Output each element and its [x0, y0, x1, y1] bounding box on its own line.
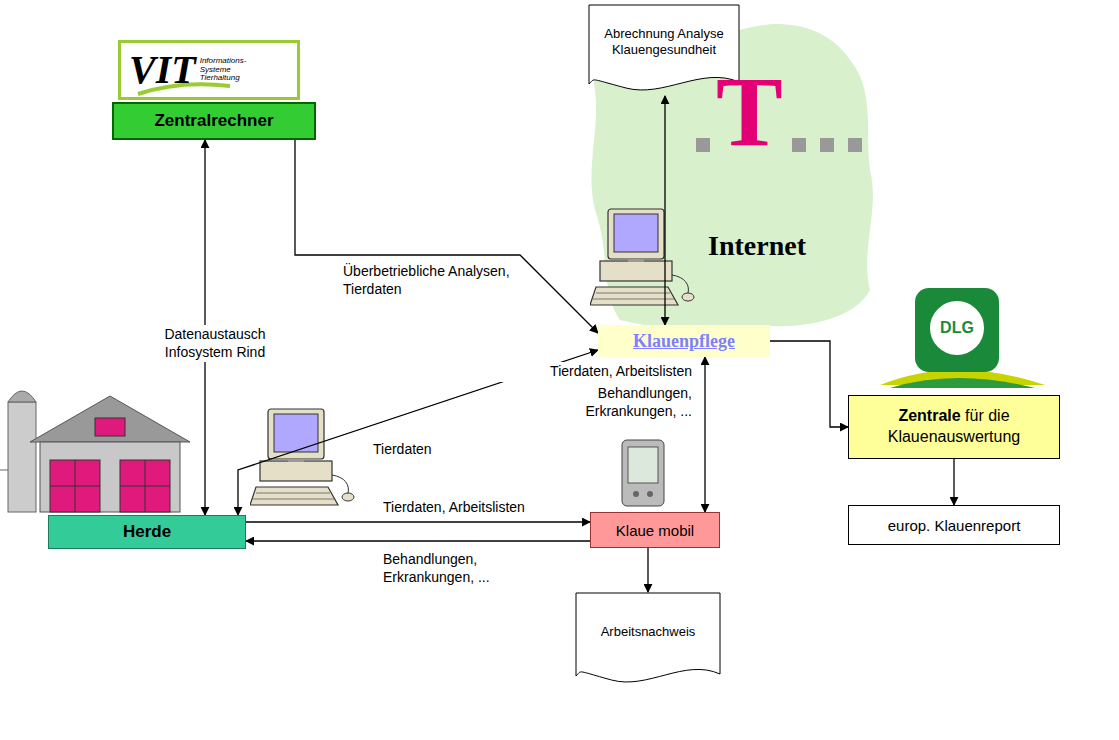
node-text: VIT	[129, 50, 196, 90]
flow-label: Überbetriebliche Analysen, Tierdaten	[340, 262, 520, 299]
herd-box: Herde	[48, 515, 246, 549]
node-text: Zentrale für die Klauenauswertung	[859, 406, 1049, 448]
node-text: Herde	[123, 522, 171, 542]
logo-text: DLG	[931, 320, 983, 336]
node-text: Abrechnung Analyse Klauengesundheit	[604, 26, 724, 59]
connector-arrow	[246, 540, 590, 541]
document-outline	[576, 593, 720, 682]
document-shape: Arbeitsnachweis	[575, 592, 721, 688]
service-box: Klauenpflege	[598, 325, 770, 357]
document-outline	[575, 592, 721, 688]
node-text: Informations- Systeme Tierhaltung	[200, 57, 262, 83]
computer-icon	[590, 209, 694, 305]
node-text: europ. Klauenreport	[888, 517, 1021, 534]
server-box: Zentralrechner	[112, 102, 316, 140]
computer-icon	[250, 409, 354, 505]
flow-label: Tierdaten	[370, 440, 480, 460]
node-text: Klauenpflege	[633, 331, 735, 352]
provider-logo-letter: T	[716, 62, 783, 162]
pda-icon	[622, 440, 664, 506]
connector-arrow	[647, 548, 648, 592]
flow-label: Behandlungen, Erkrankungen, ...	[560, 384, 695, 421]
report-box: europ. Klauenreport	[848, 505, 1060, 545]
center-box: Zentrale für die Klauenauswertung	[848, 395, 1060, 459]
mobile-box: Klaue mobil	[590, 512, 720, 548]
connector-arrow	[664, 96, 665, 325]
node-text: Klaue mobil	[616, 522, 694, 539]
connector-arrow	[246, 521, 590, 522]
connector-arrow	[770, 341, 848, 427]
flow-label: Behandlungen, Erkrankungen, ...	[380, 550, 540, 587]
flow-label: Tierdaten, Arbeitslisten	[500, 362, 695, 382]
connector-arrow	[295, 140, 598, 333]
flow-label: Datenaustausch Infosystem Rind	[150, 325, 280, 362]
dlg-logo	[880, 288, 1045, 388]
logo-box: VITInformations- Systeme Tierhaltung	[118, 40, 300, 100]
barn-illustration	[0, 391, 190, 512]
connector-arrow	[704, 357, 705, 512]
network-label: Internet	[708, 232, 806, 260]
node-text: Zentralrechner	[154, 111, 273, 131]
node-text: Arbeitsnachweis	[601, 624, 696, 640]
connector-arrow	[953, 459, 954, 505]
flow-label: Tierdaten, Arbeitslisten	[380, 498, 580, 518]
